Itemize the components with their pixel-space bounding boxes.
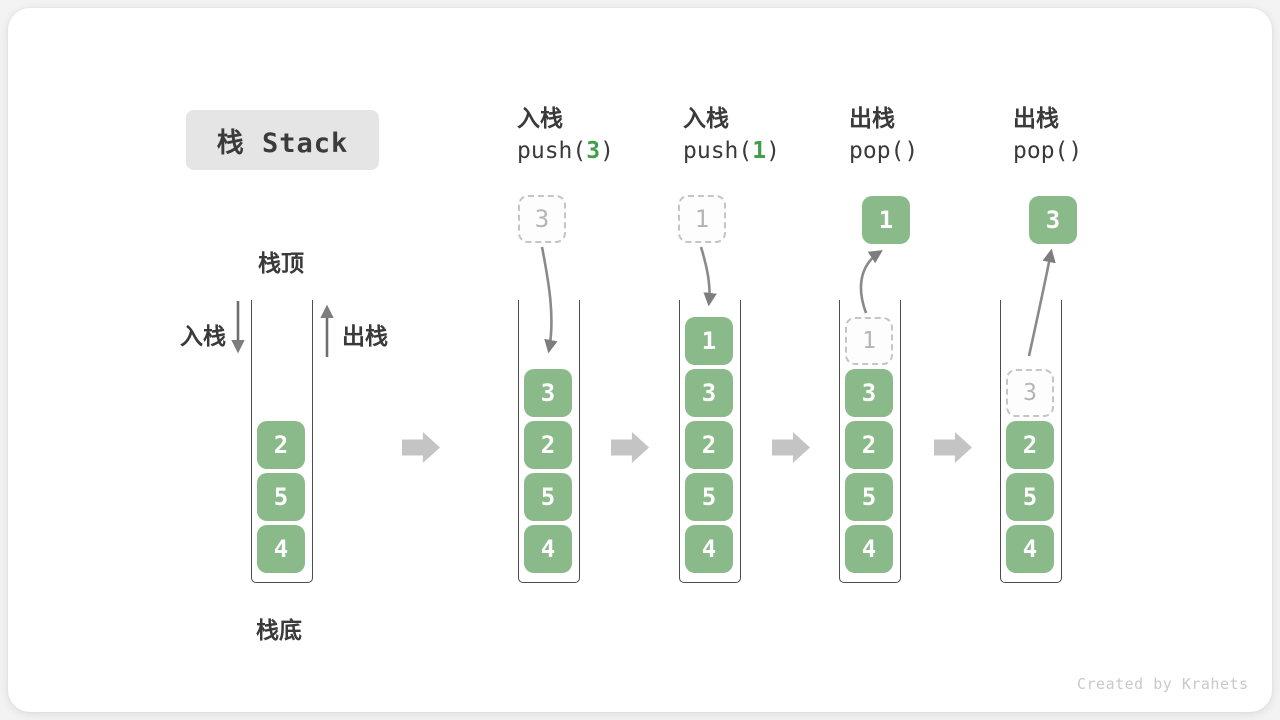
- op-name: 入栈: [683, 106, 729, 132]
- op-name: 出栈: [849, 106, 895, 132]
- title-text: 栈 Stack: [216, 127, 349, 159]
- stack-cell: 4: [524, 525, 572, 573]
- label-pop-side: 出栈: [342, 324, 388, 350]
- label-stack-top: 栈顶: [258, 251, 304, 277]
- stack-column-4: 1 3 2 5 4: [839, 300, 901, 583]
- floating-value-box-push-3: 3: [518, 195, 566, 243]
- stack-cell: 3: [685, 369, 733, 417]
- op-label-push-1: 入栈 push(1): [683, 106, 780, 168]
- op-label-push-3: 入栈 push(3): [517, 106, 614, 168]
- stack-column-2: 3 2 5 4: [518, 300, 580, 583]
- stack-cell: 2: [524, 421, 572, 469]
- stack-cell: 2: [845, 421, 893, 469]
- stack-cell: 2: [1006, 421, 1054, 469]
- stack-cell: 5: [1006, 473, 1054, 521]
- stack-column-3: 1 3 2 5 4: [679, 300, 741, 583]
- op-code-arg: 3: [586, 137, 601, 164]
- stack-cell: 5: [845, 473, 893, 521]
- stack-cell: 2: [257, 421, 305, 469]
- floating-value-box-pop-1: 1: [862, 196, 910, 244]
- stack-cell: 3: [845, 369, 893, 417]
- stack-cell: 4: [1006, 525, 1054, 573]
- label-push-side: 入栈: [180, 324, 226, 350]
- ghost-cell: 1: [845, 317, 893, 365]
- stack-cell: 5: [524, 473, 572, 521]
- op-label-pop-1: 出栈 pop(): [849, 106, 918, 168]
- title-badge: 栈 Stack: [186, 110, 379, 170]
- op-name: 出栈: [1013, 106, 1059, 132]
- stack-cell: 5: [257, 473, 305, 521]
- stack-cell: 1: [685, 317, 733, 365]
- floating-value-box-pop-3: 3: [1029, 196, 1077, 244]
- ghost-cell: 3: [1006, 369, 1054, 417]
- op-name: 入栈: [517, 106, 563, 132]
- op-code-arg: 1: [752, 137, 767, 164]
- stack-cell: 3: [524, 369, 572, 417]
- op-code: pop(): [849, 137, 919, 164]
- op-label-pop-3: 出栈 pop(): [1013, 106, 1082, 168]
- stack-cell: 4: [685, 525, 733, 573]
- stack-cell: 2: [685, 421, 733, 469]
- stack-column-1: 2 5 4: [251, 300, 313, 583]
- op-code: push(1): [683, 137, 780, 164]
- stack-cell: 5: [685, 473, 733, 521]
- label-stack-bottom: 栈底: [256, 618, 302, 644]
- stack-column-5: 3 2 5 4: [1000, 300, 1062, 583]
- floating-value-box-push-1: 1: [678, 195, 726, 243]
- stack-cell: 4: [845, 525, 893, 573]
- op-code: pop(): [1013, 137, 1083, 164]
- watermark: Created by Krahets: [1077, 675, 1249, 693]
- stack-cell: 4: [257, 525, 305, 573]
- op-code: push(3): [517, 137, 614, 164]
